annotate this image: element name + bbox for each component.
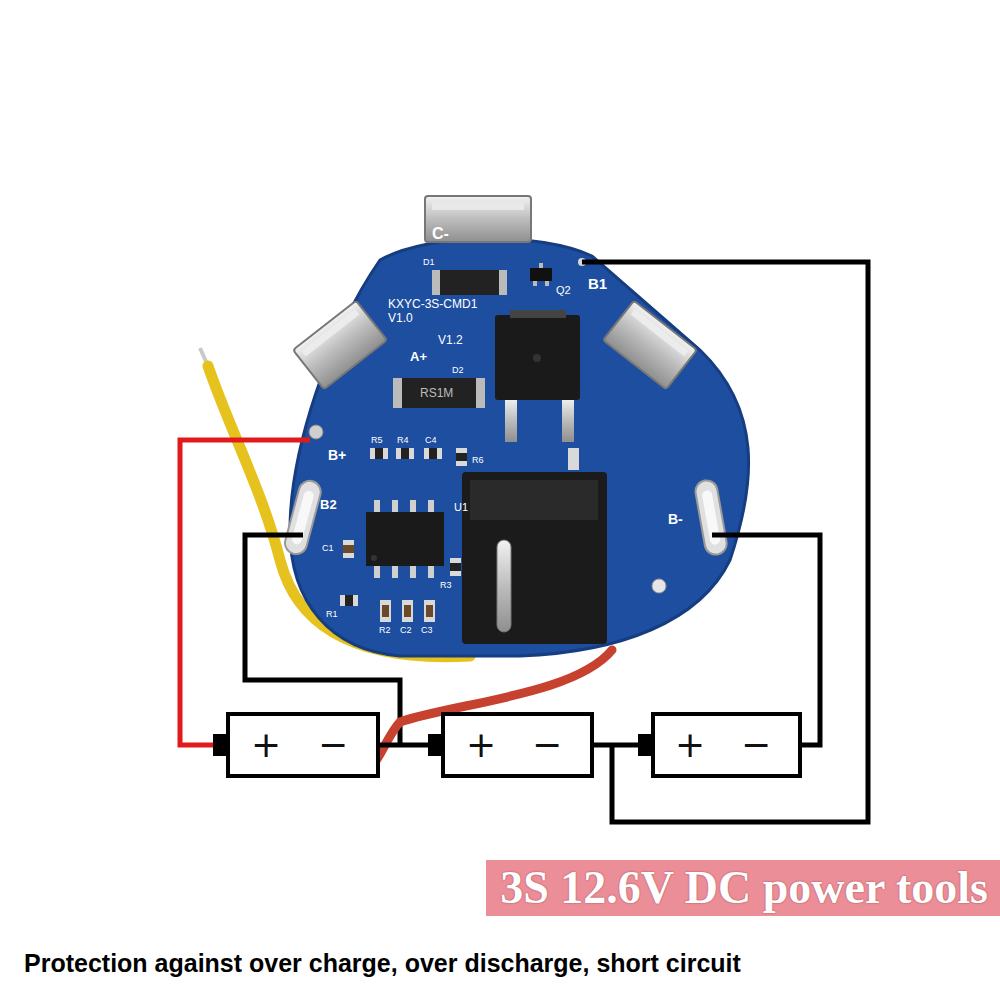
battery-symbol	[638, 712, 802, 778]
battery-terminal	[428, 734, 443, 756]
silkscreen-label: C-	[432, 226, 449, 242]
title-text: 3S 12.6V DC power tools	[486, 860, 1000, 916]
silkscreen-label: V1.2	[438, 334, 463, 346]
silkscreen-label: D1	[423, 258, 435, 267]
silkscreen-label: C4	[425, 436, 437, 445]
battery-body	[653, 714, 800, 776]
title-band: 3S 12.6V DC power tools	[486, 860, 1000, 916]
battery-terminal	[213, 734, 228, 756]
silkscreen-label: R4	[397, 436, 409, 445]
silkscreen-label: C3	[421, 626, 433, 635]
series-wire	[594, 743, 638, 748]
positive-sign: +	[675, 727, 705, 763]
battery-body	[443, 714, 592, 776]
silkscreen-label: R6	[472, 456, 484, 465]
negative-sign: −	[318, 727, 348, 763]
silkscreen-label: R2	[379, 626, 391, 635]
silkscreen-label: D2	[452, 366, 464, 375]
silkscreen-label: B+	[328, 448, 346, 462]
silkscreen-label: R3	[440, 581, 452, 590]
silkscreen-label: B1	[588, 276, 607, 291]
silkscreen-label: R1	[326, 610, 338, 619]
caption-text: Protection against over charge, over dis…	[24, 950, 741, 978]
silkscreen-label: KXYC-3S-CMD1	[388, 298, 477, 310]
silkscreen-label: U1	[454, 502, 468, 513]
silkscreen-label: R5	[371, 436, 383, 445]
battery-symbol	[428, 712, 594, 778]
silkscreen-label: RS1M	[420, 387, 453, 399]
battery-symbol	[213, 712, 380, 778]
battery-cell: +−	[213, 712, 380, 778]
battery-cell: +−	[428, 712, 594, 778]
silkscreen-label: Q2	[556, 285, 571, 296]
silkscreen-label: B2	[320, 498, 337, 511]
positive-sign: +	[466, 727, 496, 763]
silkscreen-label: C2	[400, 626, 412, 635]
negative-sign: −	[741, 727, 771, 763]
negative-sign: −	[532, 727, 562, 763]
silkscreen-label: A+	[410, 350, 427, 363]
silkscreen-label: C1	[322, 544, 334, 553]
silkscreen-label: V1.0	[388, 312, 413, 324]
silkscreen-label: B-	[668, 512, 683, 526]
battery-body	[228, 714, 378, 776]
battery-terminal	[638, 734, 653, 756]
positive-sign: +	[251, 727, 281, 763]
battery-cell: +−	[638, 712, 802, 778]
series-wire	[380, 743, 428, 748]
